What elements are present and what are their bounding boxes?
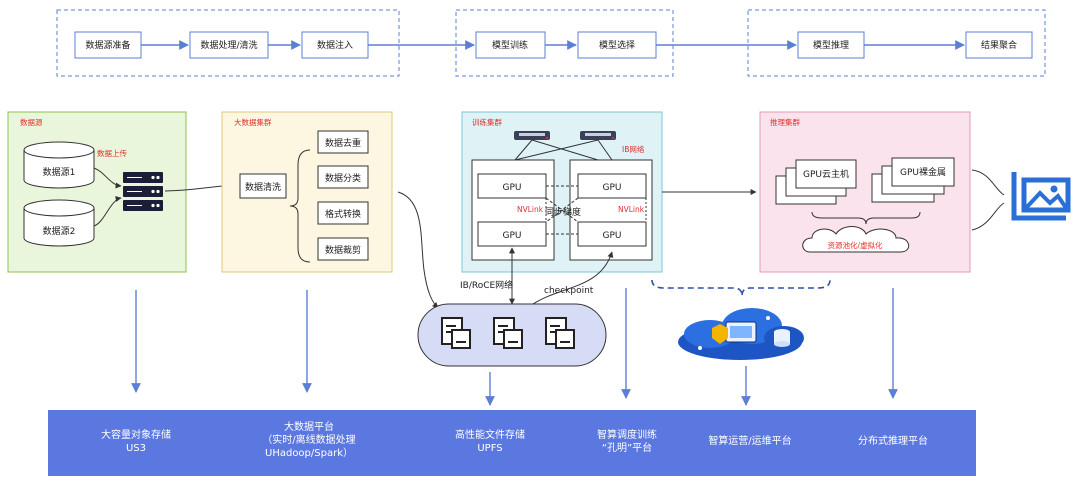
svg-text:同步梯度: 同步梯度 xyxy=(545,206,581,218)
svg-text:IB网络: IB网络 xyxy=(622,144,645,154)
svg-text:checkpoint: checkpoint xyxy=(544,286,594,296)
platform-scheduling: 智算调度训练 “孔明”平台 xyxy=(597,428,657,454)
svg-text:GPU云主机: GPU云主机 xyxy=(803,168,849,180)
gpu-box-4: GPU xyxy=(577,221,647,247)
svg-text:训练集群: 训练集群 xyxy=(472,117,502,127)
svg-text:数据裁剪: 数据裁剪 xyxy=(325,244,361,256)
svg-text:数据分类: 数据分类 xyxy=(325,172,361,184)
file-storage-group xyxy=(417,303,607,367)
gpu-cloud-host-stack: GPU云主机 xyxy=(775,159,857,205)
svg-text:（实时/离线数据处理: （实时/离线数据处理 xyxy=(262,433,355,446)
svg-text:数据源: 数据源 xyxy=(20,117,43,127)
bigdata-op-classify: 数据分类 xyxy=(317,165,369,189)
bigdata-op-trim: 数据裁剪 xyxy=(317,237,369,261)
svg-text:GPU: GPU xyxy=(503,231,522,241)
svg-text:数据源2: 数据源2 xyxy=(43,225,76,237)
svg-text:GPU: GPU xyxy=(503,183,522,193)
pipeline: 数据源准备 数据处理/清洗 数据注入 模型训练 模型选择 模型推理 结果聚合 xyxy=(56,9,1046,77)
svg-text:数据源准备: 数据源准备 xyxy=(85,39,130,51)
bigdata-panel: 大数据集群 数据清洗 数据去重 数据分类 格式转换 数据裁剪 xyxy=(221,111,393,273)
ib-switch-icon-left xyxy=(514,131,550,140)
pipeline-step-train: 模型训练 xyxy=(475,31,546,59)
svg-text:大数据平台: 大数据平台 xyxy=(284,420,334,433)
gpu-box-2: GPU xyxy=(477,221,547,247)
svg-text:模型训练: 模型训练 xyxy=(492,39,528,51)
svg-text:US3: US3 xyxy=(126,443,146,454)
database-2-icon: 数据源2 xyxy=(23,199,95,247)
svg-text:数据清洗: 数据清洗 xyxy=(245,181,281,193)
svg-text:数据源1: 数据源1 xyxy=(43,166,76,178)
svg-text:模型选择: 模型选择 xyxy=(599,39,635,51)
svg-text:智算调度训练: 智算调度训练 xyxy=(597,428,657,441)
svg-text:格式转换: 格式转换 xyxy=(325,208,361,220)
server-rack-icon xyxy=(123,172,163,211)
svg-text:GPU裸金属: GPU裸金属 xyxy=(900,166,946,178)
svg-text:数据上传: 数据上传 xyxy=(97,148,127,158)
svg-text:IB/RoCE网络: IB/RoCE网络 xyxy=(460,279,513,291)
training-panel: 训练集群 IB网络 GPU GPU GPU xyxy=(461,111,663,273)
svg-text:资源池化/虚拟化: 资源池化/虚拟化 xyxy=(827,240,883,250)
gpu-box-1: GPU xyxy=(477,173,547,199)
svg-text:大数据集群: 大数据集群 xyxy=(234,117,272,127)
platform-bar: 大容量对象存储 US3 大数据平台 （实时/离线数据处理 UHadoop/Spa… xyxy=(48,410,976,476)
pipeline-step-aggregate: 结果聚合 xyxy=(965,31,1033,59)
svg-text:GPU: GPU xyxy=(603,183,622,193)
pipeline-step-select: 模型选择 xyxy=(577,31,657,59)
svg-text:智算运营/运维平台: 智算运营/运维平台 xyxy=(708,434,791,447)
svg-text:模型推理: 模型推理 xyxy=(813,39,849,51)
platform-ops: 智算运营/运维平台 xyxy=(708,434,791,447)
datasource-panel: 数据源 数据源1 数据源2 数据上传 xyxy=(7,111,187,273)
pipeline-step-infer: 模型推理 xyxy=(797,31,865,59)
svg-text:数据去重: 数据去重 xyxy=(325,137,361,149)
svg-text:分布式推理平台: 分布式推理平台 xyxy=(858,434,928,447)
pipeline-group-prepare xyxy=(56,9,400,77)
bigdata-op-dedupe: 数据去重 xyxy=(317,130,369,154)
bigdata-clean-box: 数据清洗 xyxy=(239,173,287,199)
svg-text:UPFS: UPFS xyxy=(477,443,502,454)
pipeline-group-infer xyxy=(747,9,1046,77)
file-server-icon-1 xyxy=(441,317,471,349)
gpu-box-3: GPU xyxy=(577,173,647,199)
file-server-icon-2 xyxy=(493,317,523,349)
svg-text:数据注入: 数据注入 xyxy=(317,39,353,51)
svg-text:推理集群: 推理集群 xyxy=(770,117,800,127)
svg-text:高性能文件存储: 高性能文件存储 xyxy=(455,428,525,441)
svg-text:NVLink: NVLink xyxy=(517,205,544,214)
image-result-icon xyxy=(1011,172,1071,221)
pipeline-group-train xyxy=(455,9,674,77)
svg-text:结果聚合: 结果聚合 xyxy=(981,39,1017,51)
pipeline-step-prepare: 数据源准备 xyxy=(74,31,142,59)
file-server-icon-3 xyxy=(545,317,575,349)
ops-cloud-icon xyxy=(678,308,804,360)
platform-bigdata: 大数据平台 （实时/离线数据处理 UHadoop/Spark） xyxy=(262,420,355,459)
svg-text:数据处理/清洗: 数据处理/清洗 xyxy=(200,39,257,51)
pipeline-step-inject: 数据注入 xyxy=(301,31,369,59)
ib-switch-icon-right xyxy=(580,131,616,140)
platform-file-storage: 高性能文件存储 UPFS xyxy=(455,428,525,454)
svg-text:GPU: GPU xyxy=(603,231,622,241)
svg-text:NVLink: NVLink xyxy=(618,205,645,214)
database-1-icon: 数据源1 xyxy=(23,141,95,189)
svg-text:“孔明”平台: “孔明”平台 xyxy=(602,441,652,454)
bigdata-op-convert: 格式转换 xyxy=(317,201,369,225)
svg-text:大容量对象存储: 大容量对象存储 xyxy=(101,428,171,441)
platform-object-storage: 大容量对象存储 US3 xyxy=(101,428,171,454)
platform-inference: 分布式推理平台 xyxy=(858,434,928,447)
gpu-bare-metal-stack: GPU裸金属 xyxy=(871,157,955,203)
svg-text:UHadoop/Spark）: UHadoop/Spark） xyxy=(265,447,353,459)
pipeline-step-process: 数据处理/清洗 xyxy=(189,31,269,59)
inference-panel: 推理集群 GPU云主机 GPU裸金属 资源池化/虚拟化 xyxy=(759,111,971,273)
resource-pool-cloud-icon: 资源池化/虚拟化 xyxy=(802,226,910,253)
